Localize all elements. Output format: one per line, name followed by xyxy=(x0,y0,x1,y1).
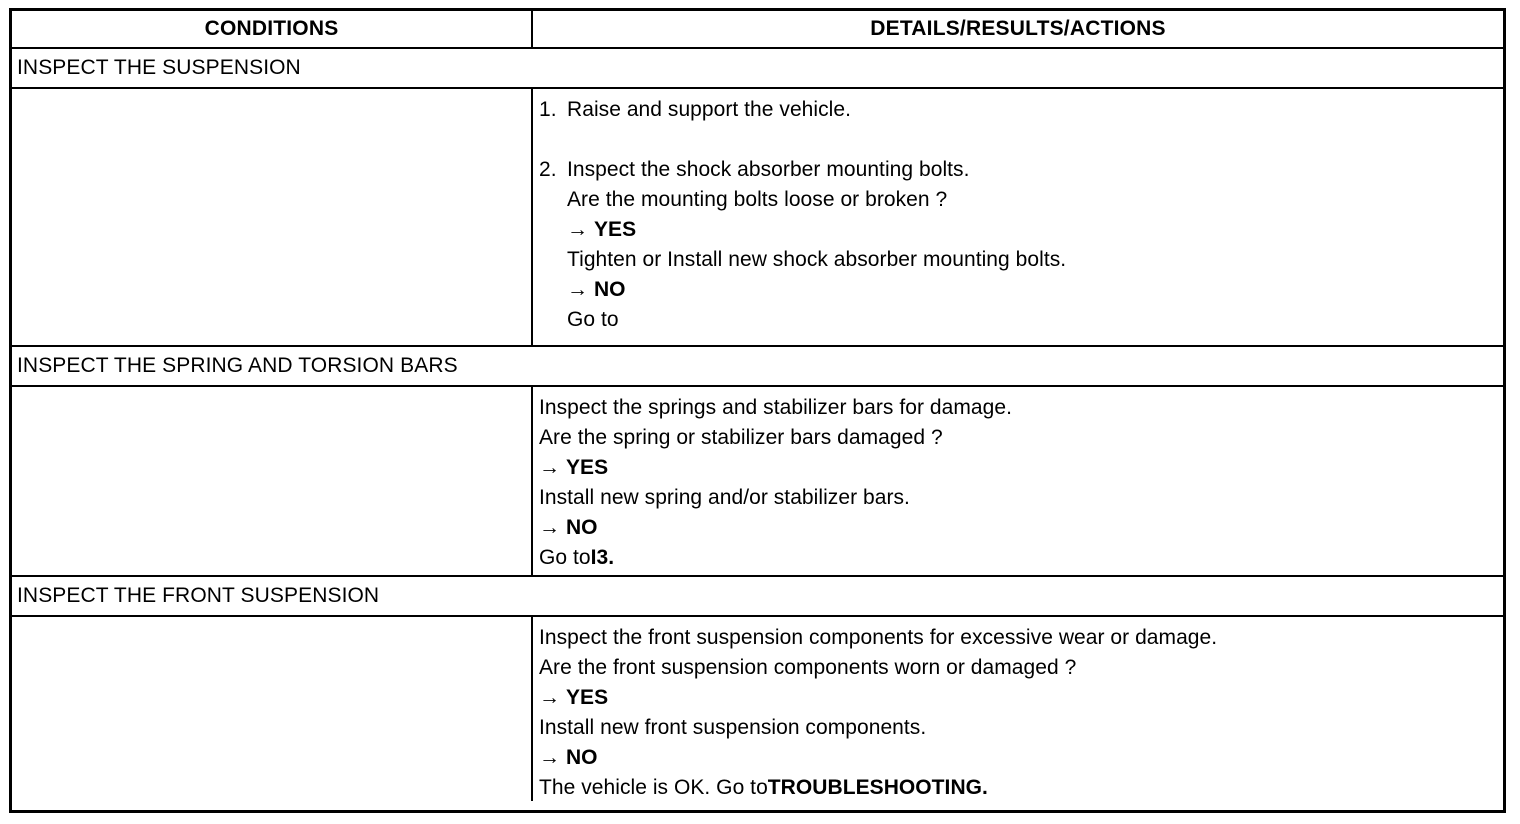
step-text-1-2: Inspect the shock absorber mounting bolt… xyxy=(567,158,970,181)
yes-branch-3: → YES xyxy=(539,683,1503,713)
no-label-3: NO xyxy=(565,746,598,769)
column-header-details: DETAILS/RESULTS/ACTIONS xyxy=(870,17,1166,40)
arrow-right-icon: → xyxy=(539,456,561,479)
intro-line-2: Inspect the springs and stabilizer bars … xyxy=(539,396,1012,419)
no-branch-2: → NO xyxy=(539,513,1503,543)
section-content-row-3: Inspect the front suspension components … xyxy=(12,617,1503,801)
no-action-prefix-2: Go to xyxy=(539,546,591,569)
no-label-2: NO xyxy=(565,516,598,539)
section-title-inspect-the-suspension: INSPECT THE SUSPENSION xyxy=(17,56,301,79)
no-action-ref-2: I3. xyxy=(590,546,615,569)
yes-action-3: Install new front suspension components. xyxy=(539,716,927,739)
section-content-row-2: Inspect the springs and stabilizer bars … xyxy=(12,387,1503,577)
yes-label-2: YES xyxy=(565,456,609,479)
conditions-cell-3 xyxy=(12,617,533,801)
section-title-row-2: INSPECT THE SPRING AND TORSION BARS xyxy=(12,347,1503,387)
no-branch-1: → NO xyxy=(539,275,1503,305)
diagnostic-table: CONDITIONS DETAILS/RESULTS/ACTIONS INSPE… xyxy=(9,8,1506,813)
no-action-2: Go toI3. xyxy=(539,543,1503,573)
arrow-right-icon: → xyxy=(567,278,589,301)
arrow-right-icon: → xyxy=(539,686,561,709)
conditions-cell-1 xyxy=(12,89,533,345)
arrow-right-icon: → xyxy=(539,746,561,769)
no-action-3: The vehicle is OK. Go toTROUBLESHOOTING. xyxy=(539,773,1503,803)
step-number-1-1: 1. xyxy=(539,98,557,121)
yes-action-1: Tighten or Install new shock absorber mo… xyxy=(567,248,1067,271)
step-number-1-2: 2. xyxy=(539,158,557,181)
section-title-row-3: INSPECT THE FRONT SUSPENSION xyxy=(12,577,1503,617)
yes-label-1: YES xyxy=(593,218,637,241)
section-title-row-1: INSPECT THE SUSPENSION xyxy=(12,49,1503,89)
no-branch-3: → NO xyxy=(539,743,1503,773)
table-header-row: CONDITIONS DETAILS/RESULTS/ACTIONS xyxy=(12,11,1503,49)
question-line-2: Are the spring or stabilizer bars damage… xyxy=(539,426,943,449)
yes-action-2: Install new spring and/or stabilizer bar… xyxy=(539,486,910,509)
column-header-conditions: CONDITIONS xyxy=(12,11,533,47)
no-action-ref-3: TROUBLESHOOTING. xyxy=(767,776,988,799)
question-line-1: Are the mounting bolts loose or broken ? xyxy=(567,188,948,211)
no-action-prefix-1: Go to xyxy=(567,308,619,331)
details-cell-3: Inspect the front suspension components … xyxy=(533,617,1503,801)
yes-branch-1: → YES xyxy=(539,215,1503,245)
no-action-1: Go to xyxy=(539,305,1503,335)
section-content-row-1: 1. Raise and support the vehicle. 2. Inspe… xyxy=(12,89,1503,347)
yes-label-3: YES xyxy=(565,686,609,709)
conditions-cell-2 xyxy=(12,387,533,575)
intro-line-3: Inspect the front suspension components … xyxy=(539,626,1218,649)
section-title-inspect-the-front-suspension: INSPECT THE FRONT SUSPENSION xyxy=(17,584,380,607)
section-title-inspect-the-spring-and-torsion-bars: INSPECT THE SPRING AND TORSION BARS xyxy=(17,354,458,377)
step-line-1-1: 1. Raise and support the vehicle. xyxy=(539,95,1503,125)
no-action-prefix-3: The vehicle is OK. Go to xyxy=(539,776,768,799)
arrow-right-icon: → xyxy=(567,218,589,241)
no-label-1: NO xyxy=(593,278,626,301)
step-line-1-2: 2. Inspect the shock absorber mounting bo… xyxy=(539,155,1503,185)
yes-branch-2: → YES xyxy=(539,453,1503,483)
arrow-right-icon: → xyxy=(539,516,561,539)
details-cell-1: 1. Raise and support the vehicle. 2. Inspe… xyxy=(533,89,1503,345)
step-text-1-1: Raise and support the vehicle. xyxy=(567,98,852,121)
details-cell-2: Inspect the springs and stabilizer bars … xyxy=(533,387,1503,575)
question-line-3: Are the front suspension components worn… xyxy=(539,656,1077,679)
